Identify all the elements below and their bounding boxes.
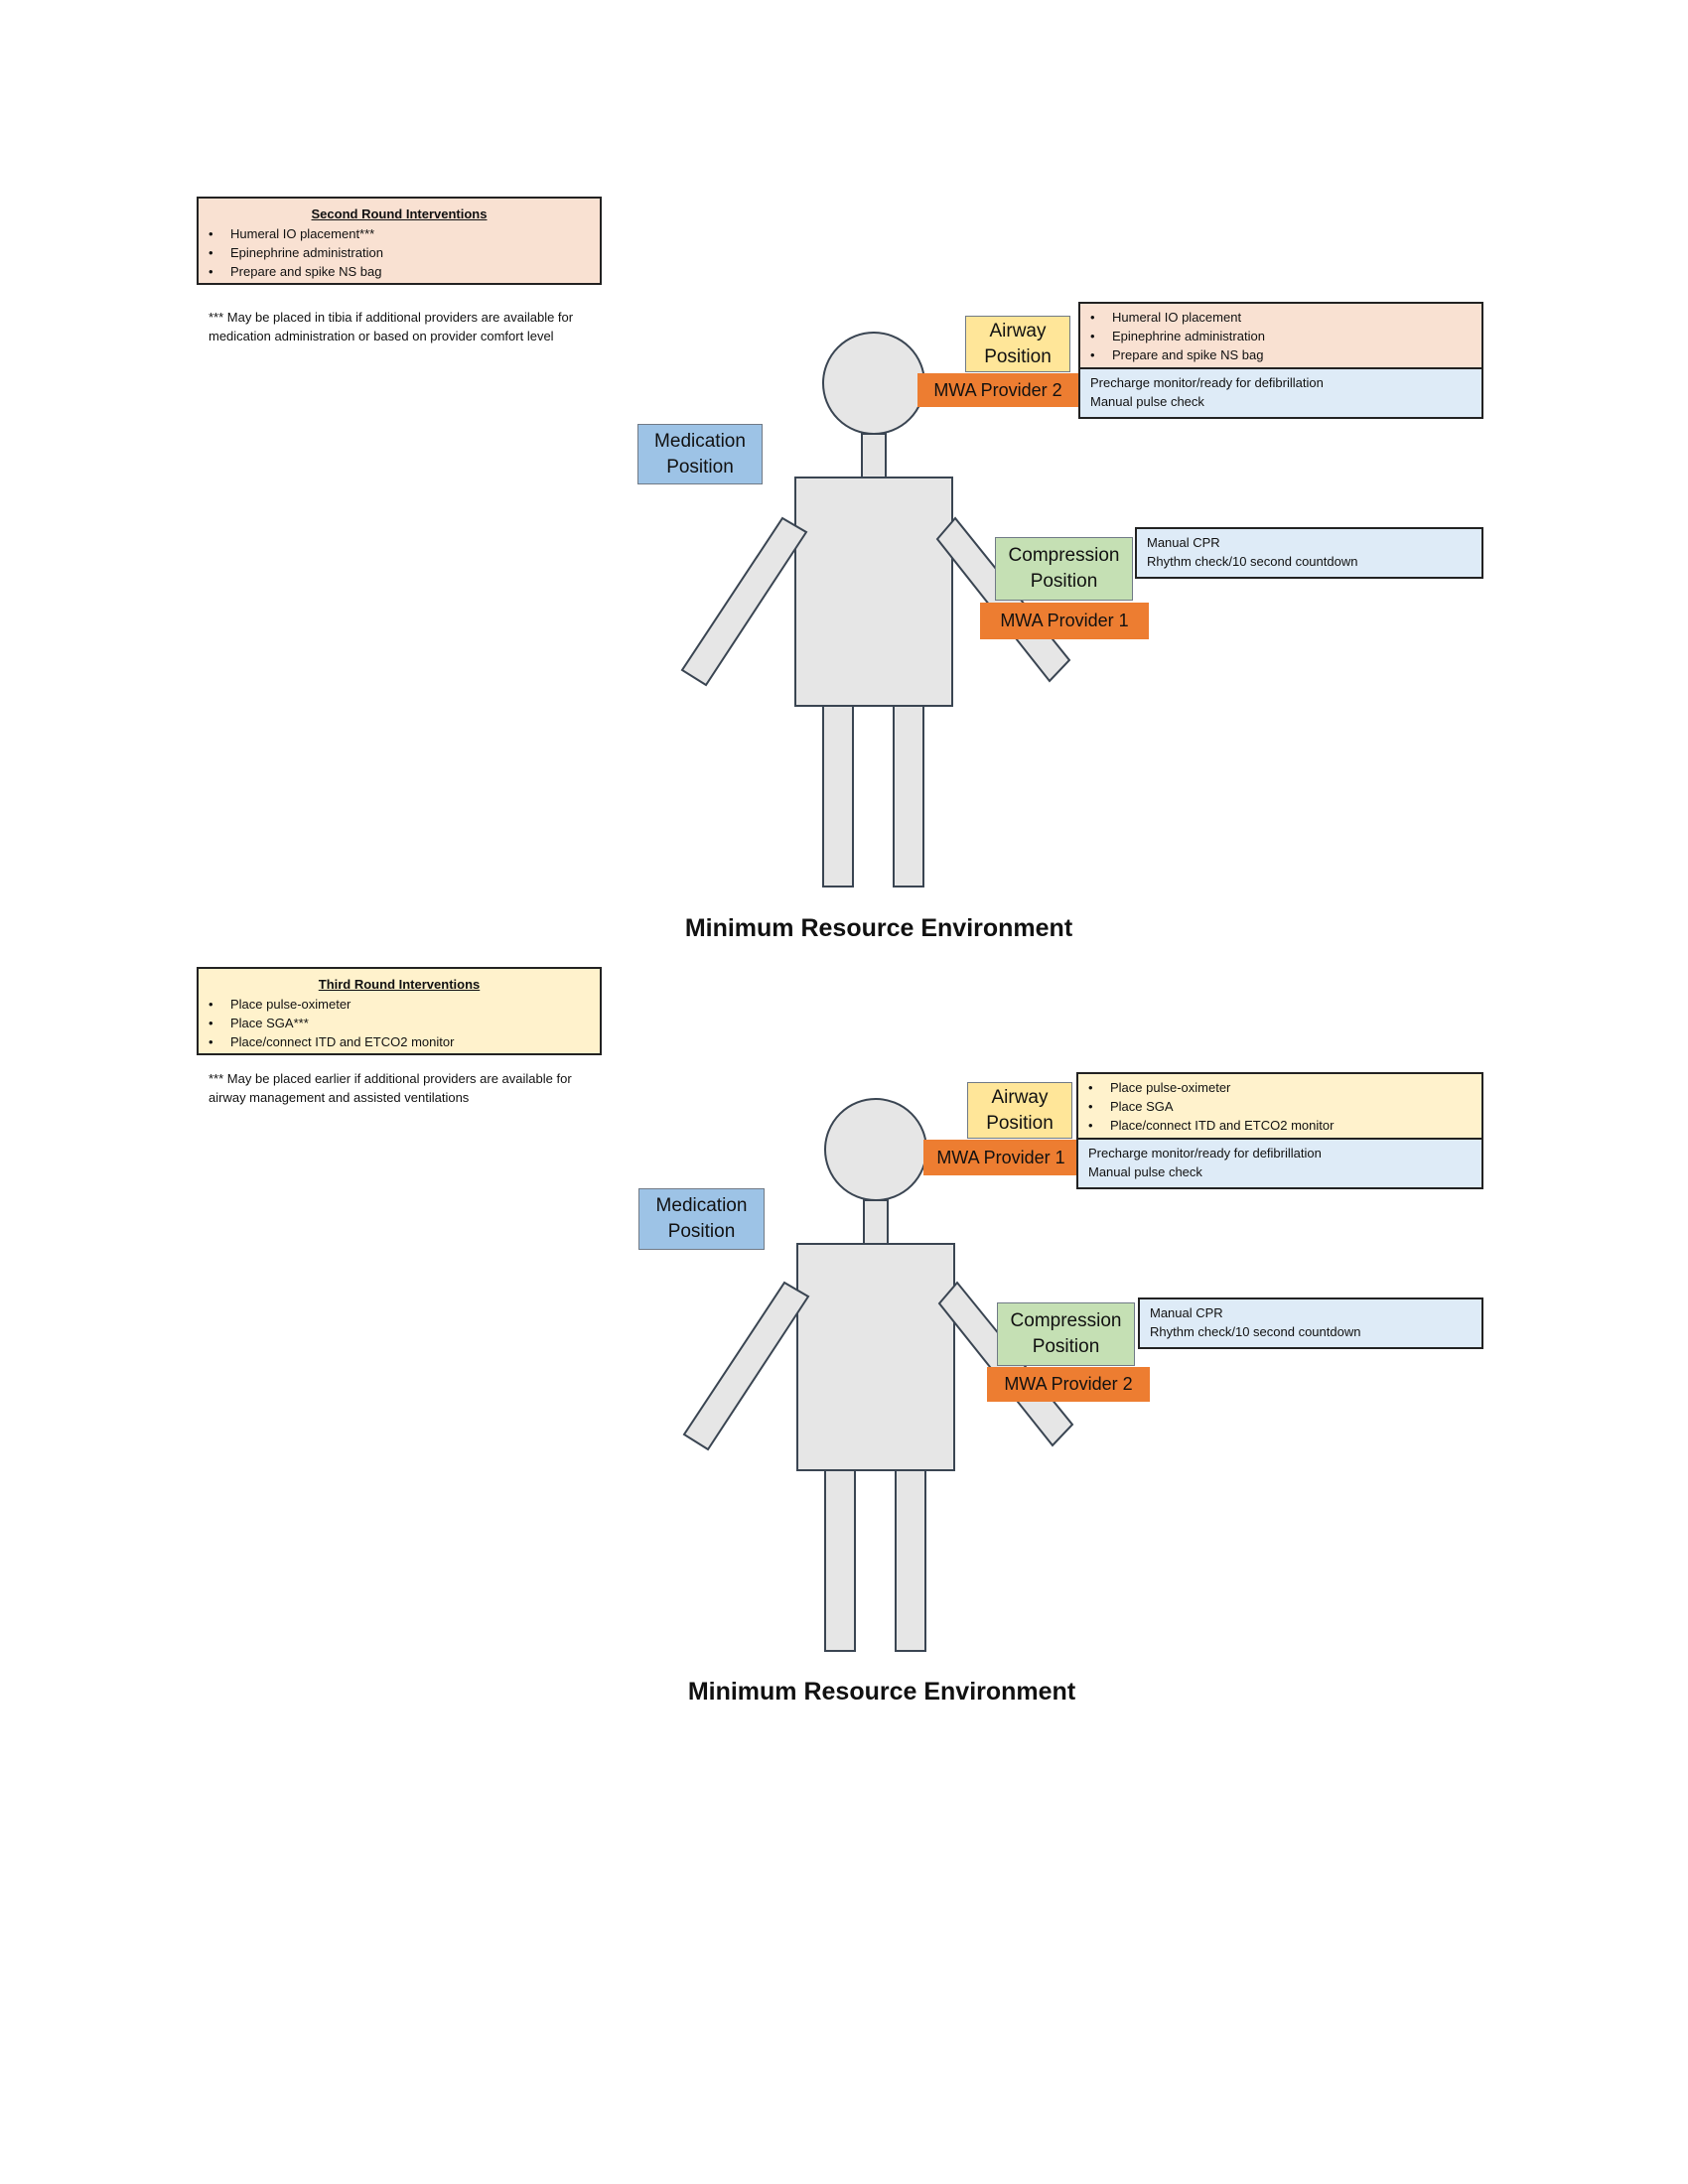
interventions-title: Third Round Interventions (318, 977, 481, 992)
compression-task: Manual CPR (1150, 1305, 1223, 1320)
monitor-task: Manual pulse check (1090, 394, 1204, 409)
footnote: *** May be placed in tibia if additional… (209, 310, 574, 343)
monitor-task: Precharge monitor/ready for defibrillati… (1088, 1146, 1322, 1160)
environment-title: Minimum Resource Environment (684, 914, 1073, 942)
figure-head (824, 1098, 927, 1201)
position-label: Position (1030, 571, 1098, 592)
medication-position-box: Medication Position (637, 424, 763, 484)
medication-label: Medication (654, 430, 746, 452)
list-item: Place/connect ITD and ETCO2 monitor (1088, 1116, 1472, 1135)
environment-title: Minimum Resource Environment (687, 1678, 1076, 1706)
monitor-task: Manual pulse check (1088, 1164, 1202, 1179)
figure-head (822, 332, 925, 435)
position-label: Position (666, 456, 734, 478)
position-label: Position (986, 1112, 1054, 1134)
position-label: Position (1032, 1336, 1100, 1357)
list-item: Prepare and spike NS bag (209, 262, 590, 281)
compression-position-box: Compression Position (995, 537, 1133, 601)
list-item: Epinephrine administration (1090, 327, 1472, 345)
position-label: Position (667, 1221, 736, 1242)
list-item: Place/connect ITD and ETCO2 monitor (209, 1032, 590, 1051)
monitor-tasks-box: Precharge monitor/ready for defibrillati… (1078, 367, 1483, 419)
compression-position-box: Compression Position (997, 1302, 1135, 1366)
figure-right-leg (895, 1469, 926, 1652)
compression-provider-label: MWA Provider 1 (980, 603, 1149, 639)
compression-label: Compression (1008, 545, 1120, 566)
figure-neck (861, 433, 887, 478)
figure-torso (796, 1243, 955, 1471)
compression-label: Compression (1010, 1310, 1122, 1331)
medication-label: Medication (655, 1195, 748, 1216)
figure-left-leg (822, 705, 854, 887)
compression-tasks-box: Manual CPR Rhythm check/10 second countd… (1138, 1297, 1483, 1349)
monitor-task: Precharge monitor/ready for defibrillati… (1090, 375, 1324, 390)
compression-provider-label: MWA Provider 2 (987, 1367, 1150, 1402)
interventions-list: Place pulse-oximeter Place SGA*** Place/… (209, 995, 590, 1051)
list-item: Humeral IO placement*** (209, 224, 590, 243)
airway-tasks-box: Humeral IO placement Epinephrine adminis… (1078, 302, 1483, 369)
airway-provider-label: MWA Provider 1 (923, 1140, 1078, 1175)
interventions-title: Second Round Interventions (311, 206, 488, 221)
compression-tasks-box: Manual CPR Rhythm check/10 second countd… (1135, 527, 1483, 579)
list-item: Epinephrine administration (209, 243, 590, 262)
list-item: Prepare and spike NS bag (1090, 345, 1472, 364)
list-item: Place SGA (1088, 1097, 1472, 1116)
list-item: Place SGA*** (209, 1014, 590, 1032)
list-item: Place pulse-oximeter (209, 995, 590, 1014)
interventions-list: Humeral IO placement*** Epinephrine admi… (209, 224, 590, 281)
figure-right-leg (893, 705, 924, 887)
monitor-tasks-box: Precharge monitor/ready for defibrillati… (1076, 1138, 1483, 1189)
figure-neck (863, 1199, 889, 1245)
footnote: *** May be placed earlier if additional … (209, 1071, 572, 1105)
list-item: Humeral IO placement (1090, 308, 1472, 327)
figure-left-arm (682, 1281, 810, 1451)
airway-tasks-box: Place pulse-oximeter Place SGA Place/con… (1076, 1072, 1483, 1140)
compression-task: Manual CPR (1147, 535, 1220, 550)
medication-position-box: Medication Position (638, 1188, 765, 1250)
third-round-interventions-box: Third Round Interventions Place pulse-ox… (197, 967, 602, 1055)
list-item: Place pulse-oximeter (1088, 1078, 1472, 1097)
compression-task: Rhythm check/10 second countdown (1147, 554, 1358, 569)
airway-label: Airway (991, 1086, 1049, 1108)
airway-position-box: Airway Position (967, 1082, 1072, 1139)
airway-label: Airway (989, 320, 1047, 341)
figure-left-leg (824, 1469, 856, 1652)
second-round-interventions-box: Second Round Interventions Humeral IO pl… (197, 197, 602, 285)
airway-position-box: Airway Position (965, 316, 1070, 372)
figure-left-arm (680, 516, 808, 687)
figure-torso (794, 477, 953, 707)
compression-task: Rhythm check/10 second countdown (1150, 1324, 1361, 1339)
airway-provider-label: MWA Provider 2 (917, 373, 1078, 407)
patient-figure (680, 332, 1071, 887)
position-label: Position (984, 345, 1052, 367)
